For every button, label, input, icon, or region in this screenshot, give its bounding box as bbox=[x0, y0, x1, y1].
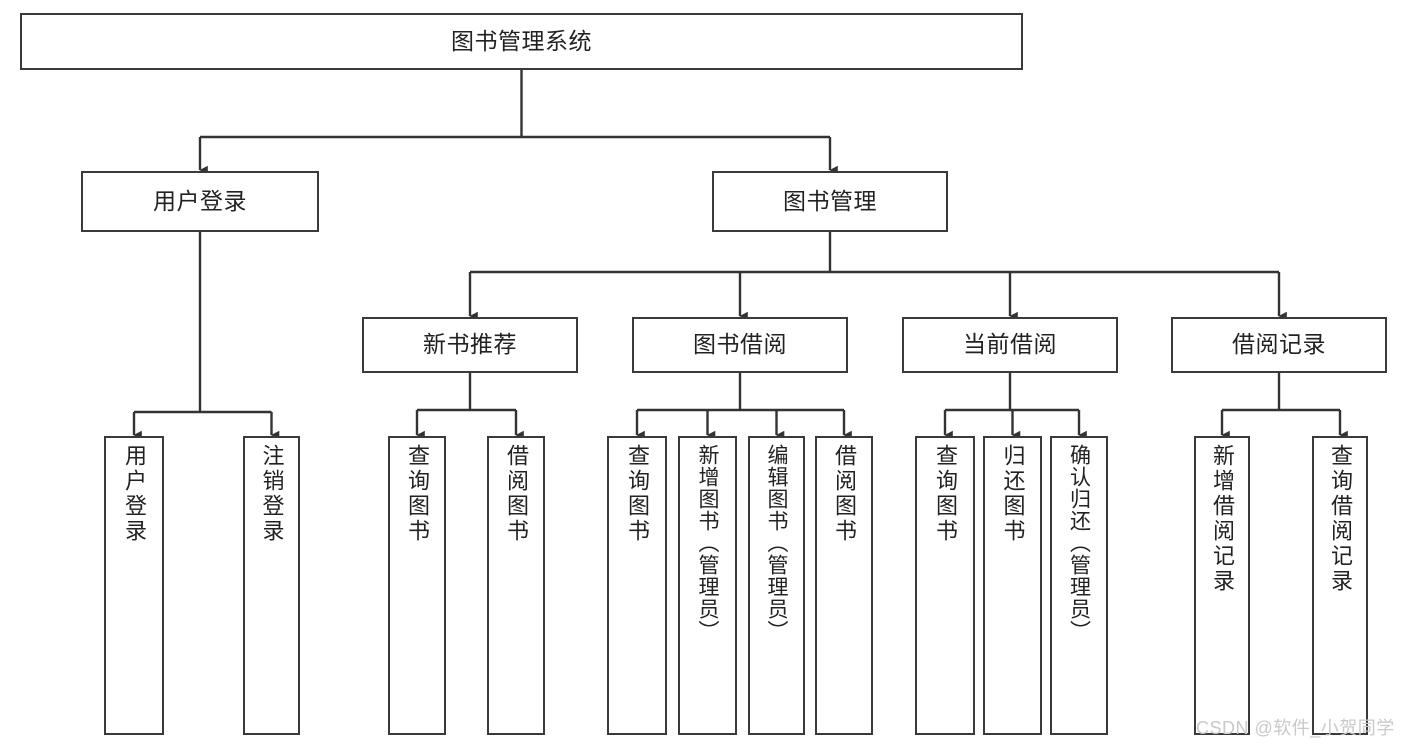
node-label: 归还图书 bbox=[1000, 444, 1026, 544]
node-label: 新增借阅记录 bbox=[1210, 444, 1235, 594]
node-l3-3[interactable]: 借阅记录 bbox=[1171, 317, 1387, 373]
node-leaf-6[interactable]: 编辑图书（管理员） bbox=[748, 436, 805, 735]
node-label: 查询图书 bbox=[405, 444, 430, 544]
node-label: 用户登录 bbox=[122, 444, 147, 544]
node-label: 查询图书 bbox=[933, 444, 958, 544]
csdn-watermark: CSDN @软件_小贺同学 bbox=[1196, 718, 1395, 738]
node-leaf-2[interactable]: 查询图书 bbox=[388, 436, 446, 735]
node-l2-0[interactable]: 用户登录 bbox=[81, 171, 319, 232]
node-label: 查询图书 bbox=[625, 444, 650, 544]
node-leaf-0[interactable]: 用户登录 bbox=[104, 436, 164, 735]
node-label: 注销登录 bbox=[259, 444, 285, 544]
node-leaf-11[interactable]: 新增借阅记录 bbox=[1194, 436, 1250, 735]
node-label: 当前借阅 bbox=[963, 331, 1057, 358]
node-label: 借阅图书 bbox=[832, 444, 857, 544]
node-leaf-1[interactable]: 注销登录 bbox=[243, 436, 300, 735]
node-leaf-7[interactable]: 借阅图书 bbox=[815, 436, 873, 735]
node-leaf-8[interactable]: 查询图书 bbox=[915, 436, 975, 735]
node-leaf-3[interactable]: 借阅图书 bbox=[487, 436, 545, 735]
node-label: 借阅图书 bbox=[504, 444, 529, 544]
node-label: 新增图书（管理员） bbox=[696, 444, 719, 642]
node-root[interactable]: 图书管理系统 bbox=[20, 13, 1023, 70]
node-leaf-9[interactable]: 归还图书 bbox=[983, 436, 1042, 735]
node-label: 图书借阅 bbox=[693, 331, 787, 358]
node-leaf-4[interactable]: 查询图书 bbox=[607, 436, 667, 735]
node-leaf-10[interactable]: 确认归还（管理员） bbox=[1050, 436, 1108, 735]
node-label: 借阅记录 bbox=[1232, 331, 1326, 358]
node-label: 确认归还（管理员） bbox=[1067, 444, 1091, 642]
connector-lines bbox=[132, 70, 1348, 440]
node-label: 查询借阅记录 bbox=[1328, 444, 1353, 594]
node-l3-0[interactable]: 新书推荐 bbox=[362, 317, 578, 373]
node-l3-1[interactable]: 图书借阅 bbox=[632, 317, 848, 373]
node-label: 图书管理系统 bbox=[451, 27, 592, 54]
node-leaf-5[interactable]: 新增图书（管理员） bbox=[678, 436, 737, 735]
node-label: 新书推荐 bbox=[423, 331, 517, 358]
node-leaf-12[interactable]: 查询借阅记录 bbox=[1312, 436, 1368, 735]
node-label: 用户登录 bbox=[153, 187, 247, 214]
node-label: 图书管理 bbox=[783, 187, 877, 214]
node-l3-2[interactable]: 当前借阅 bbox=[902, 317, 1118, 373]
node-label: 编辑图书（管理员） bbox=[765, 444, 788, 642]
node-l2-1[interactable]: 图书管理 bbox=[712, 171, 948, 232]
